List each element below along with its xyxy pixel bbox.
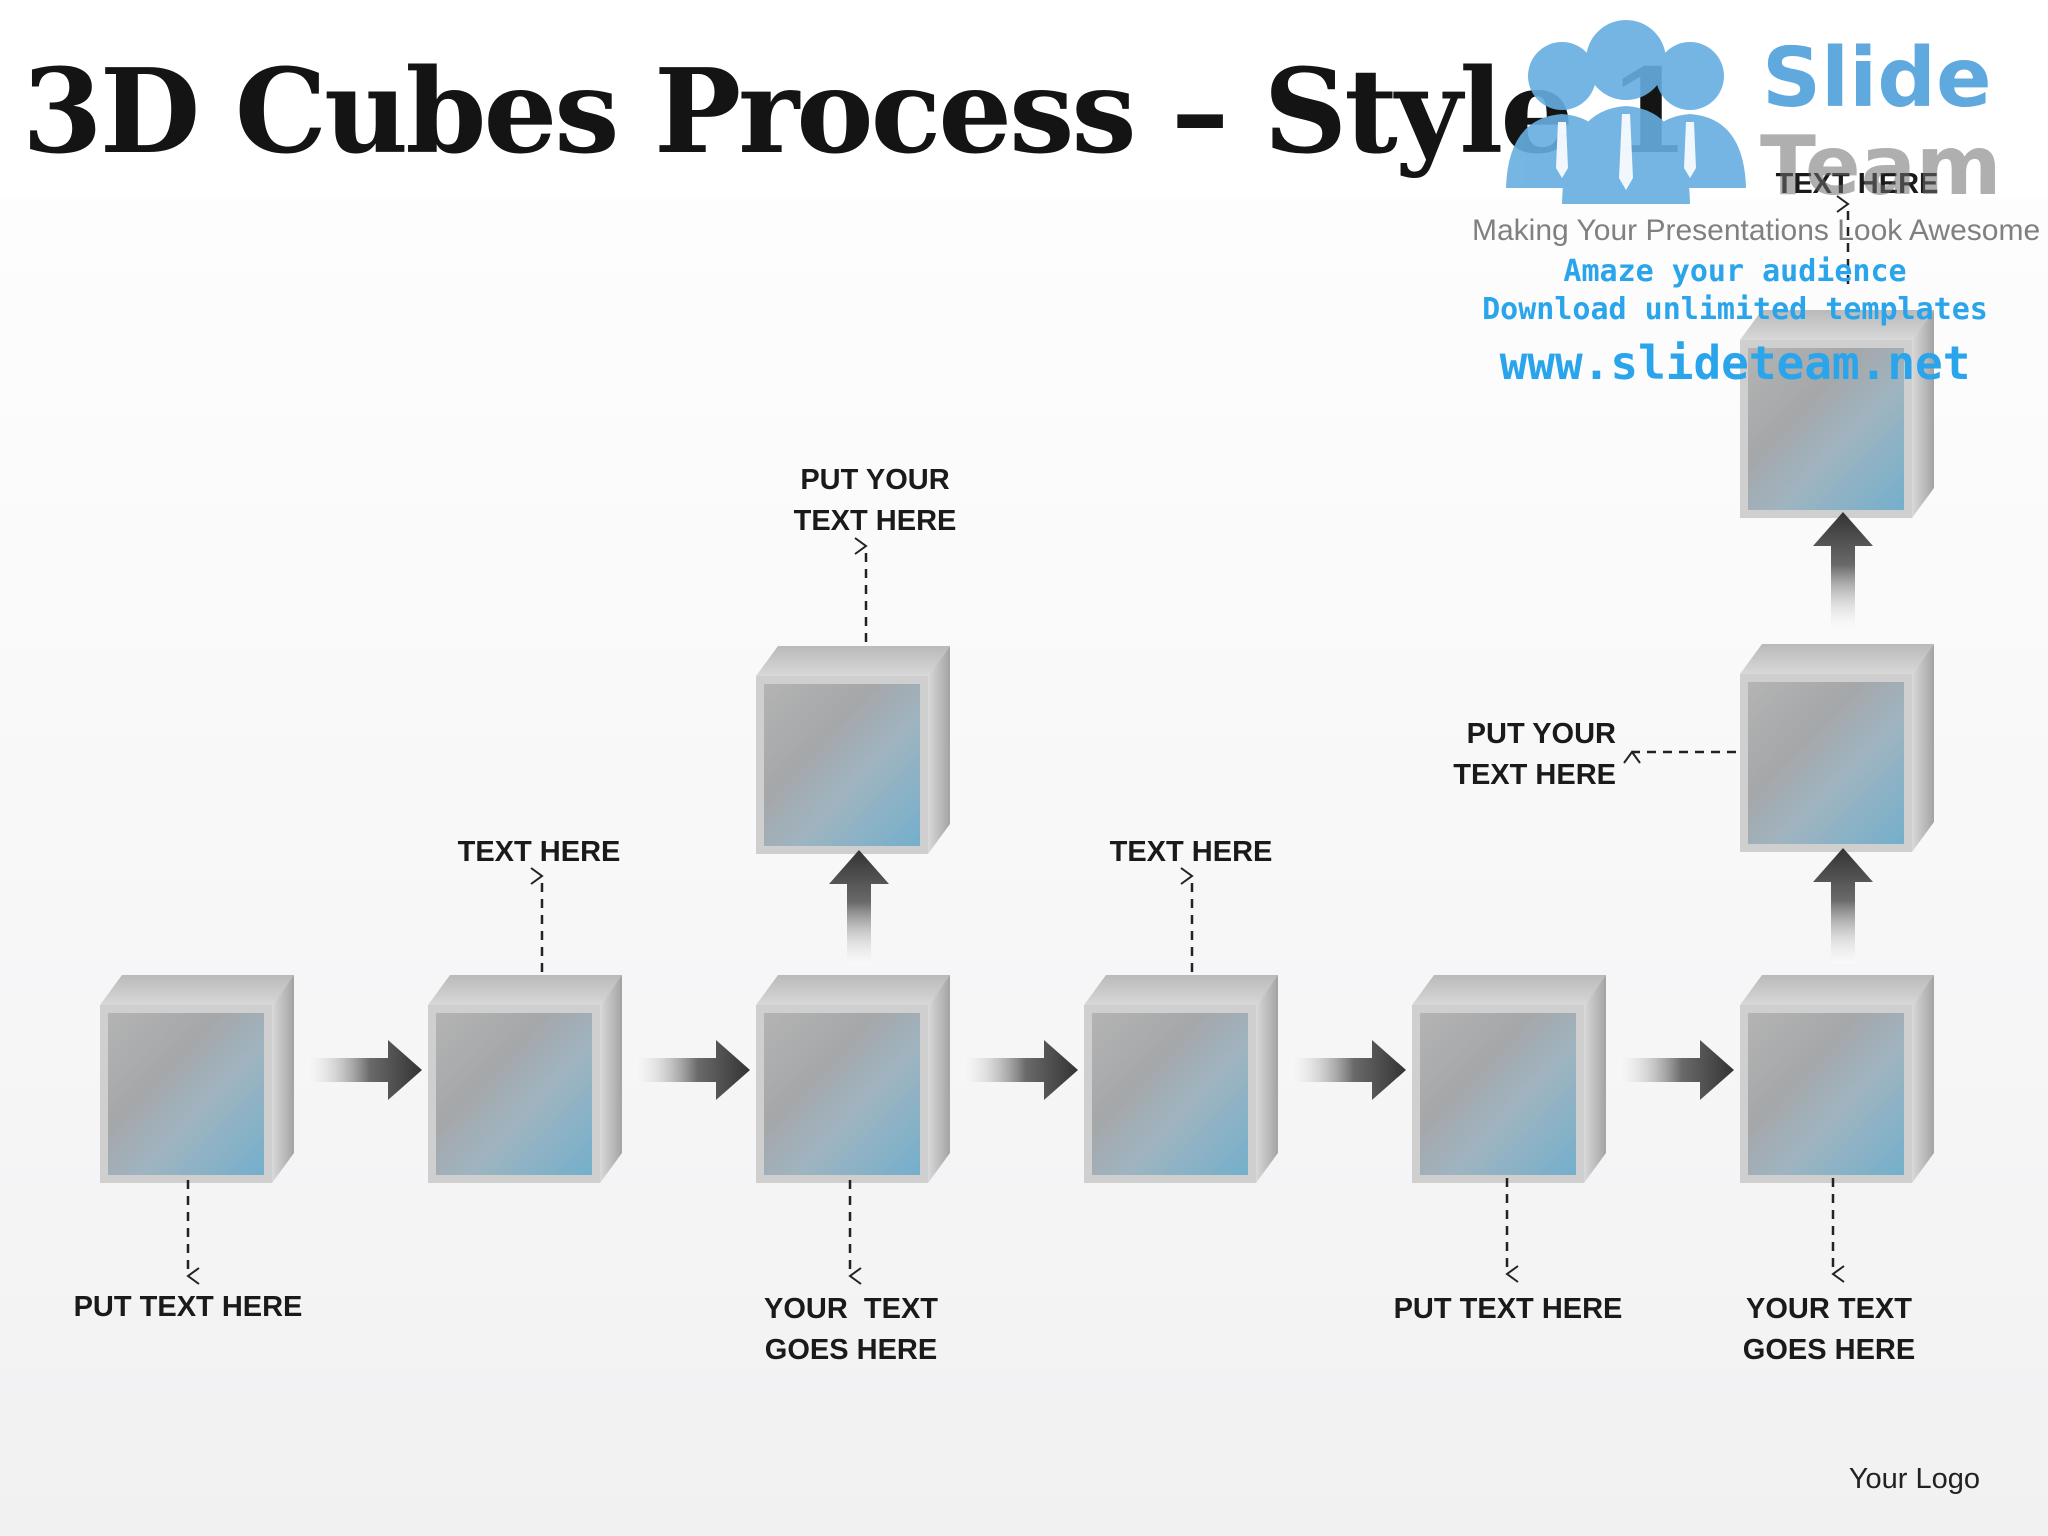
connector-cube1-down bbox=[168, 1180, 208, 1285]
label-line: PUT YOUR bbox=[800, 464, 950, 496]
promo-line-2: Download unlimited templates bbox=[1482, 292, 1988, 327]
flow-arrow-2 bbox=[634, 1040, 750, 1100]
process-cube-3 bbox=[756, 975, 950, 1185]
label-line: PUT TEXT HERE bbox=[73, 1291, 303, 1323]
raised-cube-middle bbox=[756, 646, 950, 856]
connector-cube2-up bbox=[522, 867, 562, 972]
label-top-right-above: TEXT HERE bbox=[1748, 164, 1966, 205]
label-top-cube-above: PUT YOUR TEXT HERE bbox=[762, 460, 988, 542]
people-icon bbox=[1506, 20, 1746, 204]
process-cube-5 bbox=[1412, 975, 1606, 1185]
brand-team: Team bbox=[1760, 119, 2002, 214]
process-cube-4 bbox=[1084, 975, 1278, 1185]
flow-arrow-3 bbox=[962, 1040, 1078, 1100]
connector-cube6-down bbox=[1813, 1178, 1853, 1283]
brand-slide: Slide bbox=[1762, 31, 1992, 126]
label-cube3-below: YOUR TEXT GOES HERE bbox=[738, 1289, 964, 1371]
label-line: PUT YOUR bbox=[1466, 718, 1616, 750]
label-cube5-below: PUT TEXT HERE bbox=[1382, 1289, 1634, 1330]
connector-raised-middle-up bbox=[846, 537, 886, 642]
flow-arrow-1 bbox=[306, 1040, 422, 1100]
promo-url: www.slideteam.net bbox=[1499, 336, 1971, 390]
up-arrow-right-1 bbox=[1813, 848, 1873, 964]
label-cube1-below: PUT TEXT HERE bbox=[62, 1287, 314, 1328]
connector-cube4-up bbox=[1172, 867, 1212, 972]
flow-arrow-4 bbox=[1290, 1040, 1406, 1100]
raised-cube-right-2 bbox=[1740, 310, 1934, 520]
connector-top-right-up bbox=[1828, 195, 1868, 284]
promo-line-1: Amaze your audience bbox=[1563, 254, 1907, 289]
label-line: YOUR TEXT bbox=[763, 1293, 938, 1325]
label-side-left: PUT YOUR TEXT HERE bbox=[1400, 714, 1616, 796]
brand-tagline: Making Your Presentations Look Awesome bbox=[1472, 214, 2041, 247]
raised-cube-right-1 bbox=[1740, 644, 1934, 854]
label-line: YOUR TEXT bbox=[1746, 1293, 1912, 1325]
connector-cube5-down bbox=[1487, 1178, 1527, 1283]
label-line: GOES HERE bbox=[1742, 1334, 1916, 1366]
label-line: TEXT HERE bbox=[1453, 759, 1616, 791]
label-cube6-below: YOUR TEXT GOES HERE bbox=[1716, 1289, 1942, 1371]
slide-title: 3D Cubes Process – Style 1 bbox=[22, 44, 1689, 180]
label-line: TEXT HERE bbox=[457, 836, 621, 868]
label-line: TEXT HERE bbox=[1109, 836, 1273, 868]
label-line: TEXT HERE bbox=[793, 505, 957, 537]
watermark: Slide Team Making Your Presentations Loo… bbox=[1470, 18, 2040, 390]
label-cube2-above: TEXT HERE bbox=[430, 832, 648, 873]
process-cube-6 bbox=[1740, 975, 1934, 1185]
connector-cube3-down bbox=[830, 1180, 870, 1285]
label-line: GOES HERE bbox=[764, 1334, 938, 1366]
up-arrow-right-2 bbox=[1813, 512, 1873, 630]
label-line: TEXT HERE bbox=[1775, 168, 1939, 200]
process-cube-2 bbox=[428, 975, 622, 1185]
up-arrow-middle bbox=[829, 850, 889, 966]
label-line: PUT TEXT HERE bbox=[1393, 1293, 1623, 1325]
process-cube-1 bbox=[100, 975, 294, 1185]
flow-arrow-5 bbox=[1618, 1040, 1734, 1100]
label-cube4-above: TEXT HERE bbox=[1082, 832, 1300, 873]
connector-side-left bbox=[1623, 732, 1740, 772]
logo-placeholder: Your Logo bbox=[1848, 1463, 1980, 1495]
